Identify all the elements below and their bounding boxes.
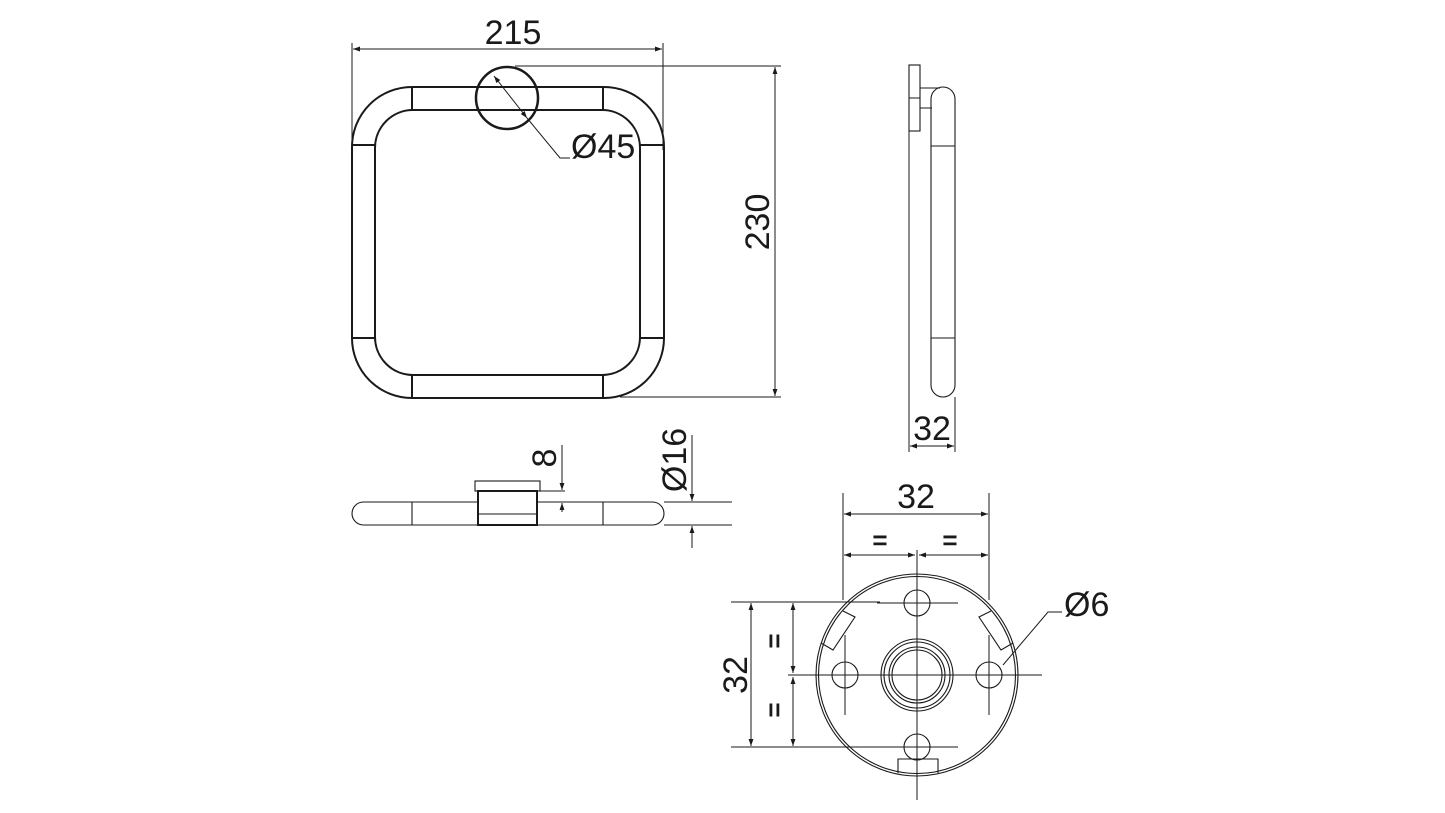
depth-extension-lines — [908, 131, 956, 452]
diameter-dimension-line — [493, 75, 528, 119]
bracket — [909, 87, 940, 109]
mount-body — [477, 490, 538, 526]
diameter-leader — [526, 117, 570, 159]
h-spacing-label: 32 — [897, 478, 935, 516]
equal-mark: = — [759, 633, 789, 648]
v-spacing-label: 32 — [717, 656, 755, 694]
tube-extension-lines — [664, 501, 732, 526]
hole-diameter-label: Ø6 — [1064, 586, 1109, 624]
height-label: 230 — [739, 194, 777, 251]
side-bar — [930, 86, 956, 398]
base-diameter-label: Ø45 — [571, 128, 635, 166]
height-extension-lines — [515, 65, 781, 398]
equal-mark: = — [942, 525, 957, 555]
top-segment-lines — [411, 502, 604, 525]
side-segment-lines — [931, 145, 955, 339]
width-label: 215 — [485, 14, 542, 52]
equal-mark: = — [759, 702, 789, 717]
side-view: 32 — [908, 64, 956, 452]
equal-mark: = — [872, 525, 887, 555]
h-extension-lines — [842, 493, 990, 600]
tube-diameter-label: Ø16 — [656, 428, 694, 492]
top-view: 8 Ø16 — [351, 428, 732, 548]
width-extension-lines — [351, 43, 664, 300]
center-lines — [788, 550, 1042, 800]
offset-label: 8 — [526, 449, 564, 468]
v-extension-lines — [731, 601, 880, 748]
depth-label: 32 — [913, 410, 951, 448]
front-view: 215 230 Ø45 — [351, 14, 781, 399]
mount-cap — [474, 480, 541, 492]
offset-extension-lines — [537, 490, 565, 503]
ring-segment-lines — [352, 87, 664, 398]
hole-diameter-leader — [1002, 611, 1062, 666]
base-plate-view: 32 = = 32 = = Ø6 — [717, 478, 1109, 800]
plate-slots — [820, 610, 1014, 773]
